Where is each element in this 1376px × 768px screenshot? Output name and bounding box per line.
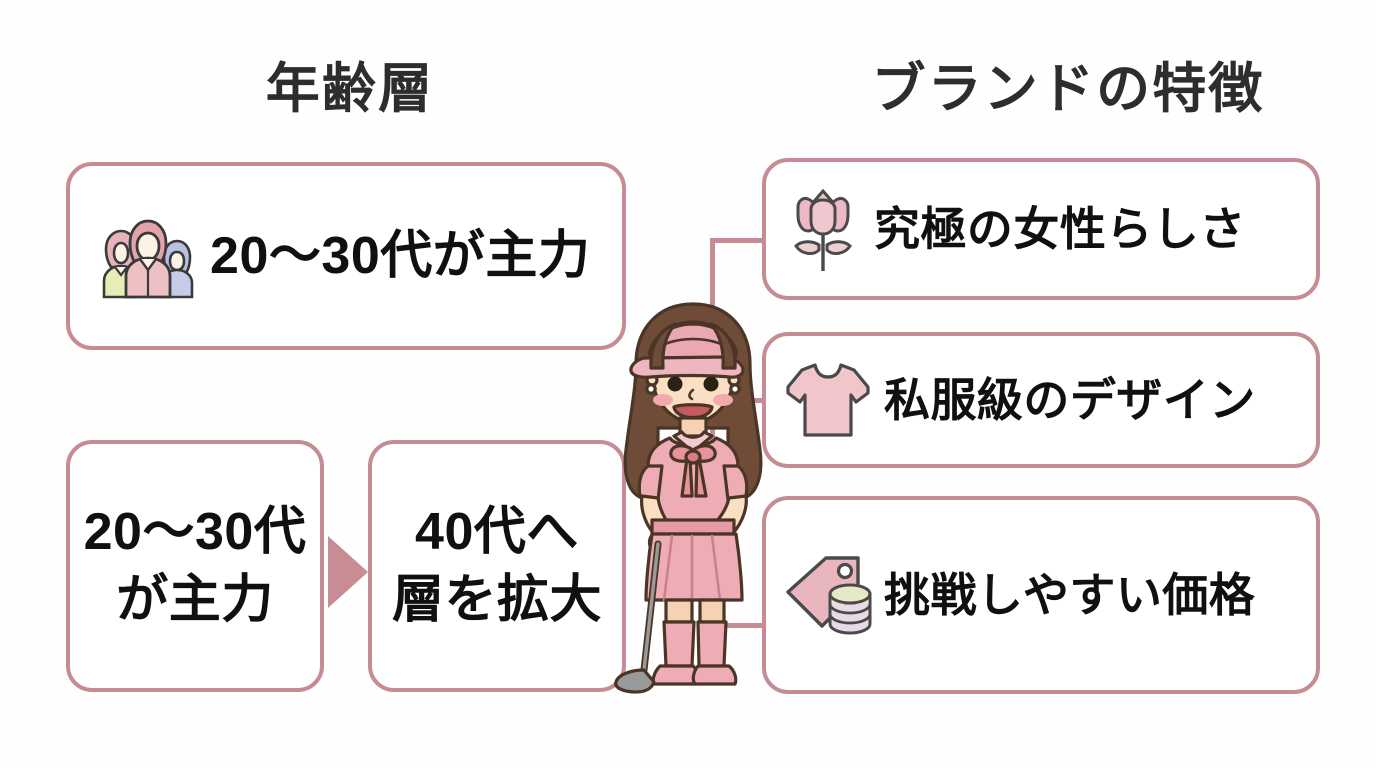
golf-woman-illustration (614, 302, 763, 694)
age-shift-from-box[interactable]: 20〜30代 が主力 (66, 440, 324, 692)
age-shift-from-label: 20〜30代 が主力 (83, 503, 307, 629)
page-title-age-group: 年齢層 (265, 59, 435, 119)
connector-line-feature-1 (710, 238, 766, 243)
connector-line-feature-2 (744, 398, 768, 403)
brand-feature-box-3[interactable]: 挑戦しやすい価格 (762, 496, 1320, 694)
age-group-main-box[interactable]: 20〜30代が主力 (66, 162, 626, 350)
age-shift-to-label: 40代へ 層を拡大 (391, 503, 603, 629)
right-arrow-icon (328, 536, 368, 608)
page-title-brand-features: ブランドの特徴 (871, 59, 1265, 119)
tulip-flower-icon (794, 188, 852, 271)
brand-feature-label-1: 究極の女性らしさ (874, 203, 1246, 255)
connector-line-feature-3 (710, 623, 768, 628)
price-tag-coins-icon (786, 556, 872, 635)
brand-feature-box-1[interactable]: 究極の女性らしさ (762, 158, 1320, 300)
age-group-main-label: 20〜30代が主力 (210, 227, 591, 285)
connector-trunk-line (710, 238, 715, 628)
brand-feature-label-2: 私服級のデザイン (884, 374, 1256, 426)
family-group-icon (102, 219, 194, 299)
brand-feature-label-3: 挑戦しやすい価格 (884, 569, 1256, 621)
age-shift-to-box[interactable]: 40代へ 層を拡大 (368, 440, 626, 692)
brand-feature-box-2[interactable]: 私服級のデザイン (762, 332, 1320, 468)
long-sleeve-shirt-icon (786, 363, 870, 437)
